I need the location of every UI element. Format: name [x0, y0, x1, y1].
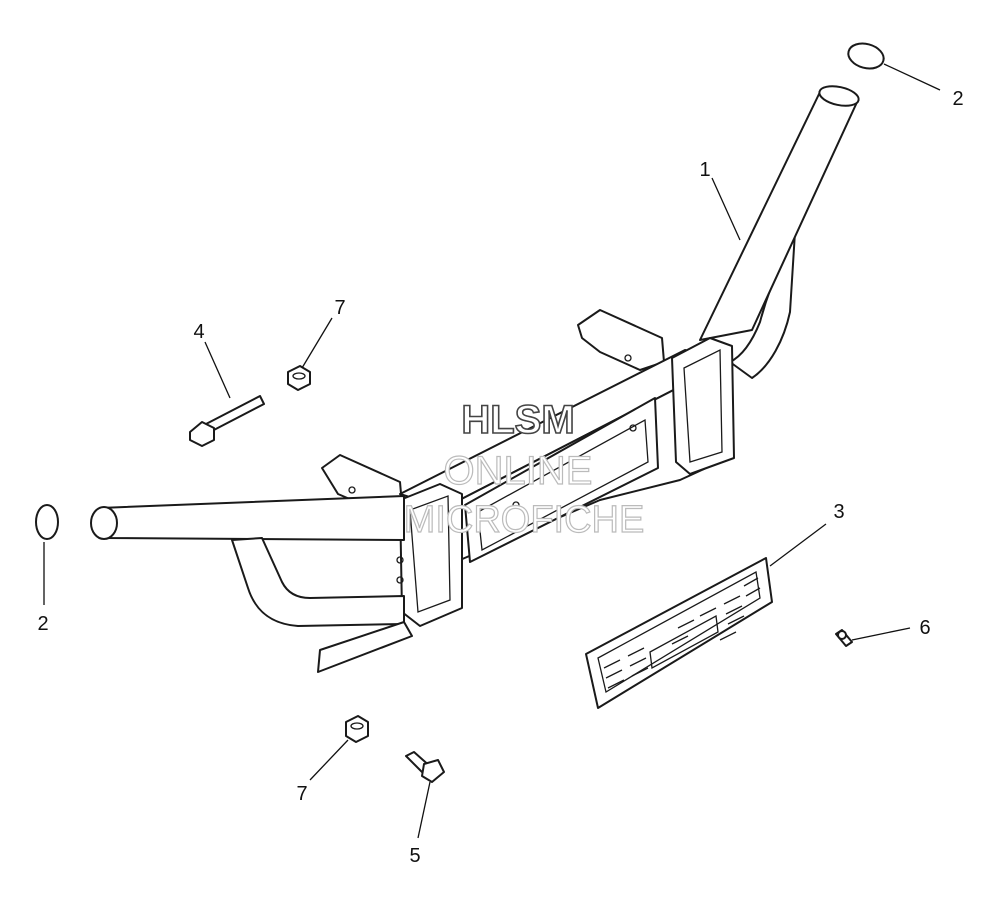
callout-7-lower: 7 — [296, 783, 307, 805]
watermark: HLSM ONLINE MICROFICHE — [403, 397, 645, 541]
part-7-nut-upper — [287, 365, 311, 391]
part-5-bolt — [405, 751, 445, 783]
callout-5: 5 — [409, 845, 420, 867]
leader-lines — [43, 63, 941, 839]
part-2-cap-right — [847, 42, 885, 70]
part-2-cap-left — [35, 504, 59, 540]
callout-3: 3 — [833, 501, 844, 523]
part-6-screw — [835, 629, 853, 647]
callouts: 1 2 2 3 4 5 6 7 7 — [37, 88, 963, 867]
callout-7-upper: 7 — [334, 297, 345, 319]
callout-6: 6 — [919, 617, 930, 639]
watermark-line-3: MICROFICHE — [404, 499, 645, 541]
callout-2-right: 2 — [952, 88, 963, 110]
part-3-grille — [585, 557, 773, 709]
part-4-bolt — [189, 395, 265, 447]
watermark-line-1: HLSM — [461, 398, 574, 442]
callout-1: 1 — [699, 159, 710, 181]
part-1-bumper-frame — [90, 85, 860, 673]
part-7-nut-lower — [345, 715, 369, 743]
callout-2-left: 2 — [37, 613, 48, 635]
callout-4: 4 — [193, 321, 204, 343]
watermark-line-2: ONLINE — [444, 449, 593, 493]
